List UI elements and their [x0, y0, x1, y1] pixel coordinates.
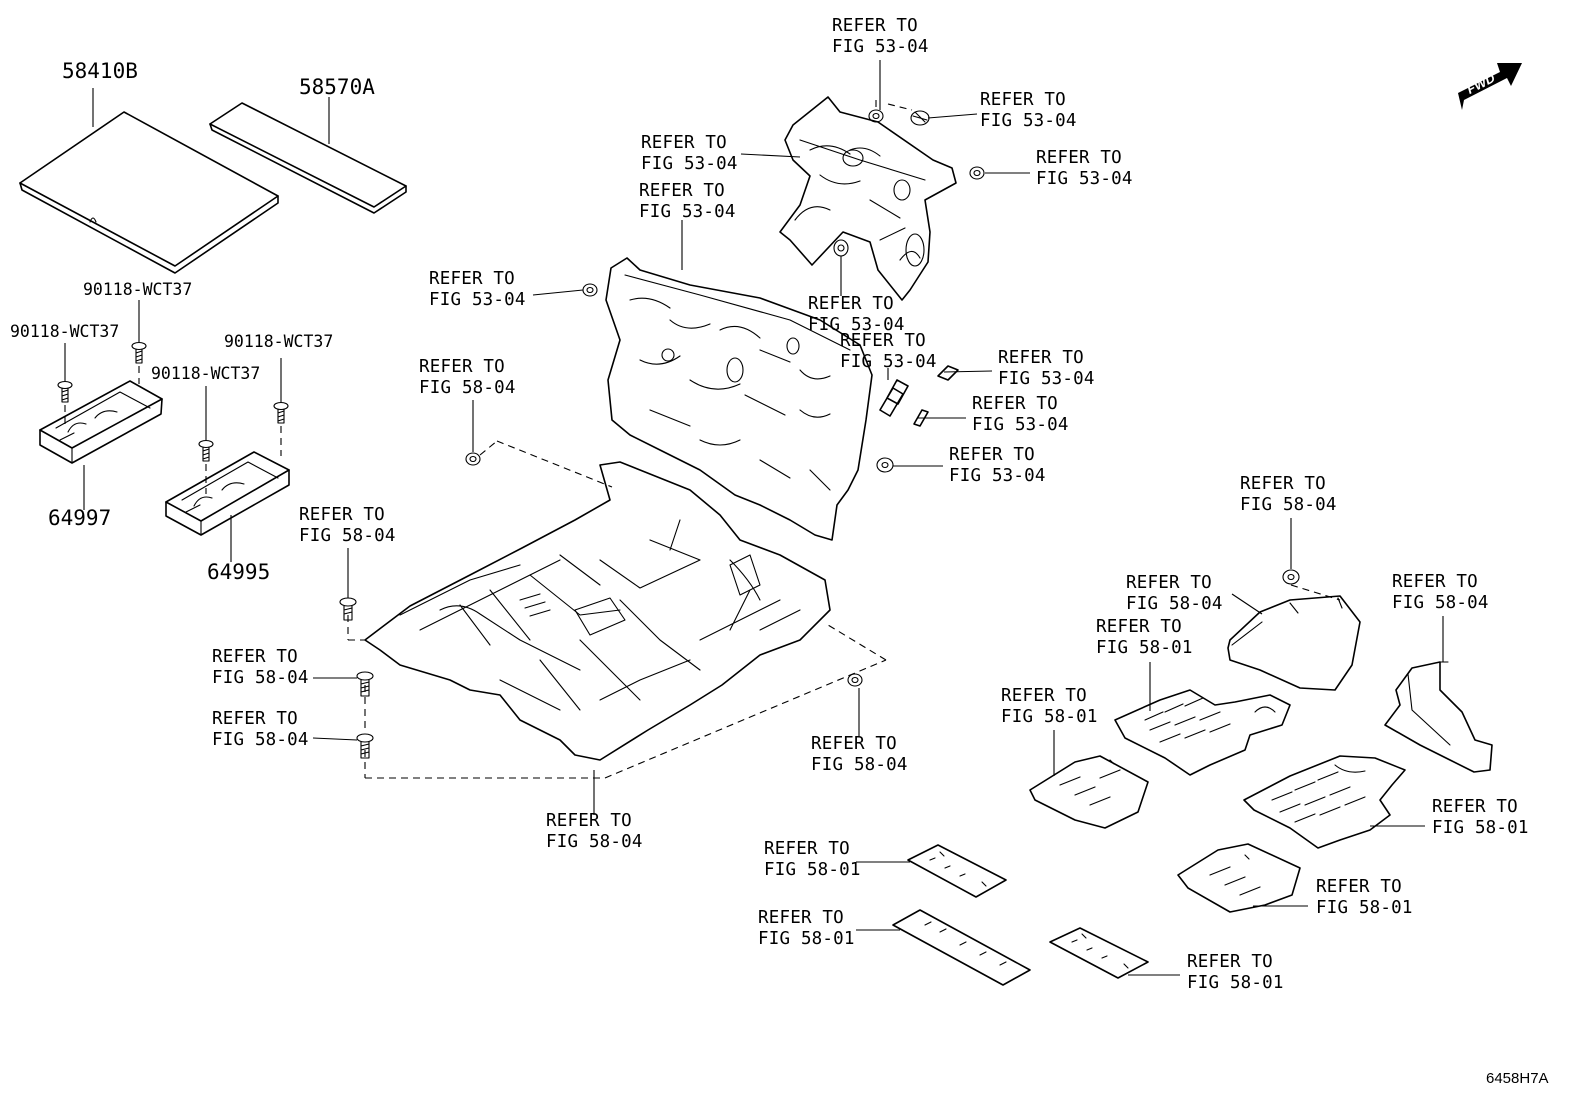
screw-icon: [198, 439, 214, 462]
diagram-code: 6458H7A: [1486, 1070, 1549, 1087]
bolt-number-c: 90118-WCT37: [224, 332, 334, 351]
cover-panel-58570A[interactable]: [209, 102, 407, 214]
floor-mat-rear[interactable]: [1243, 755, 1406, 849]
clip-icon: [876, 457, 894, 473]
clip-icon: [969, 166, 985, 180]
floor-mat-mid[interactable]: [1029, 755, 1149, 829]
pad-center-lower[interactable]: [1049, 927, 1149, 979]
clip-icon: [833, 239, 849, 257]
deck-board-58410B[interactable]: [19, 111, 279, 274]
bolt-number-b: 90118-WCT37: [10, 322, 120, 341]
dash-silencer-main[interactable]: [605, 257, 873, 541]
pad-small: [879, 379, 909, 417]
floor-mat-small[interactable]: [1177, 843, 1301, 913]
fwd-arrow-icon: [1458, 63, 1522, 110]
screw-icon: [131, 341, 147, 364]
clip-icon: [1282, 569, 1300, 585]
tray-64997[interactable]: [39, 380, 163, 464]
rear-floor-silencer[interactable]: [1227, 595, 1361, 691]
clip-icon: [910, 110, 930, 126]
side-silencer[interactable]: [1384, 661, 1493, 773]
pad-small: [937, 365, 959, 381]
part-number-64997: 64997: [48, 506, 112, 530]
bolt-number-d: 90118-WCT37: [151, 364, 261, 383]
pad-small: [913, 409, 929, 427]
floor-mat-front[interactable]: [1114, 689, 1291, 776]
part-number-58410B: 58410B: [62, 59, 138, 83]
bolt-number-a: 90118-WCT37: [83, 280, 193, 299]
pad-center-upper[interactable]: [907, 844, 1007, 898]
clip-icon: [868, 109, 884, 123]
clip-icon: [465, 452, 481, 466]
clip-icon: [847, 673, 863, 687]
screw-icon: [273, 401, 289, 424]
screw-icon: [57, 380, 73, 403]
screw-icon: [356, 733, 374, 759]
screw-icon: [356, 671, 374, 697]
tray-64995[interactable]: [165, 451, 290, 536]
dash-silencer-upper[interactable]: [779, 96, 957, 301]
floor-carpet[interactable]: [364, 461, 831, 761]
clip-icon: [582, 283, 598, 297]
part-number-58570A: 58570A: [299, 75, 375, 99]
part-number-64995: 64995: [207, 560, 271, 584]
pad-center-long[interactable]: [892, 909, 1031, 986]
